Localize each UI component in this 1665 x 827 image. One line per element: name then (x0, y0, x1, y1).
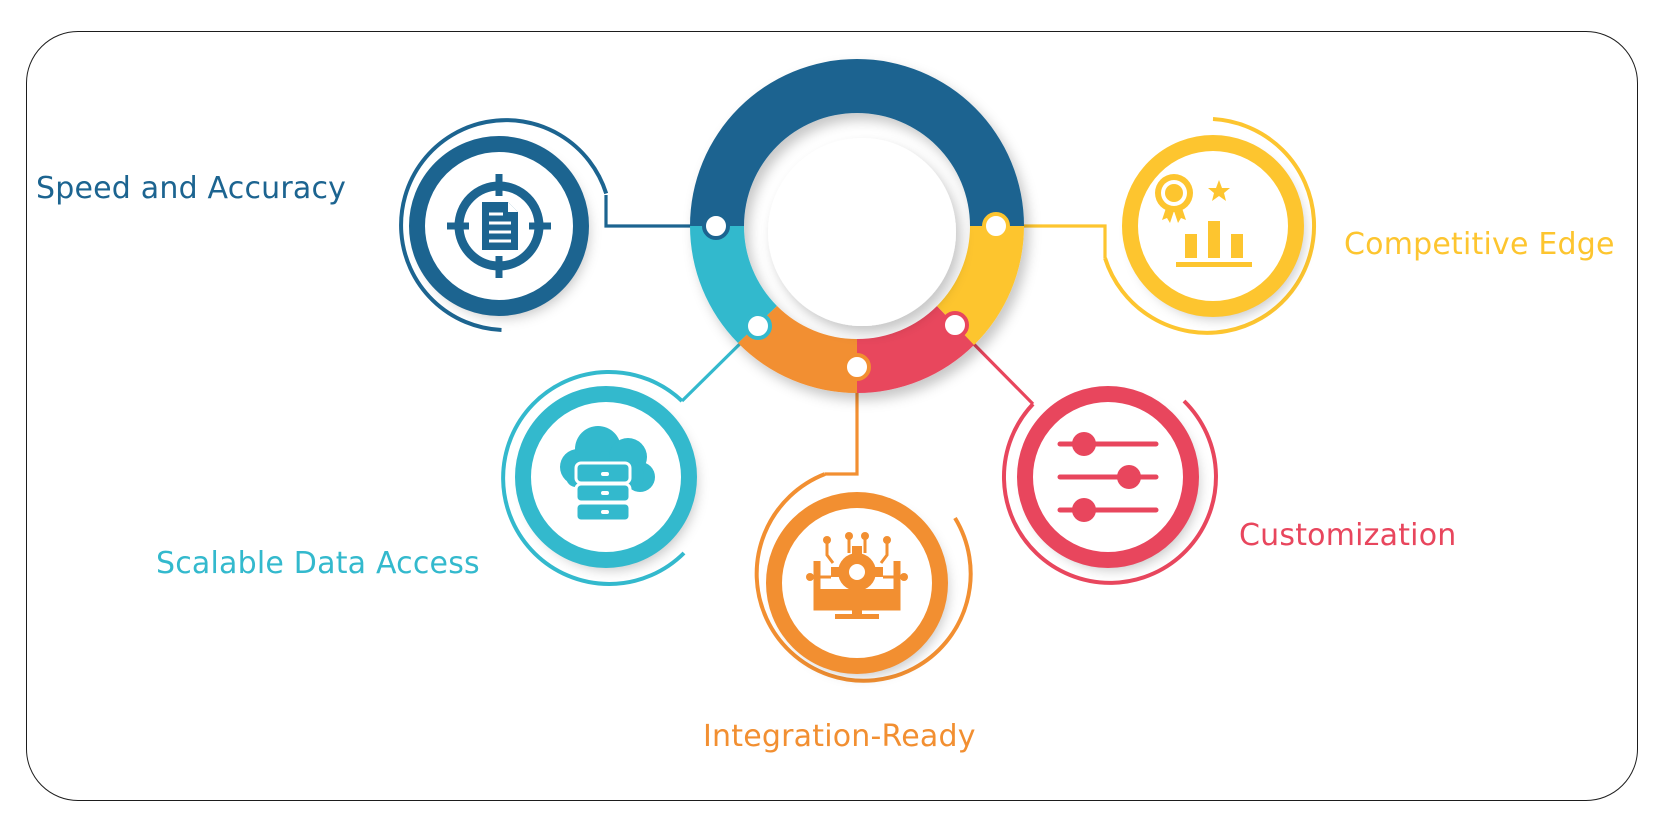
monitor-gear-icon (806, 532, 908, 619)
inner-ring (515, 386, 697, 568)
ring-segment-navy (690, 59, 1024, 226)
label-scalable-data-access: Scalable Data Access (156, 546, 480, 581)
inner-ring (409, 136, 589, 316)
node-customization (941, 311, 969, 339)
outer-arc (501, 370, 686, 586)
outer-arc (754, 472, 973, 683)
badge-integration-ready (754, 472, 973, 683)
inner-ring (1122, 135, 1304, 317)
inner-ring (766, 492, 948, 674)
inner-ring (1017, 386, 1199, 568)
badge-scalable-data-access (501, 370, 697, 586)
node-speed (702, 212, 730, 240)
label-customization: Customization (1239, 518, 1457, 553)
label-integration-ready: Integration-Ready (703, 719, 976, 754)
outer-arc (399, 118, 609, 332)
ring-inner-disc (768, 138, 956, 326)
badge-customization (1002, 386, 1218, 585)
label-speed-and-accuracy: Speed and Accuracy (36, 171, 347, 206)
target-document-icon (447, 174, 551, 278)
ring-nodes (702, 212, 1010, 381)
badge-competitive-edge (1103, 117, 1317, 335)
cloud-database-icon (560, 426, 655, 523)
connector-integration (825, 367, 859, 476)
outer-arc (1002, 399, 1218, 585)
node-integration (843, 353, 871, 381)
award-chart-icon (1155, 174, 1252, 267)
sliders-icon (1057, 432, 1159, 522)
node-scalable (744, 312, 772, 340)
node-competitive (982, 212, 1010, 240)
badge-speed-and-accuracy (399, 118, 609, 332)
outer-arc (1103, 117, 1317, 335)
connector-competitive (996, 224, 1107, 258)
connector-speed (604, 195, 716, 228)
label-competitive-edge: Competitive Edge (1344, 227, 1615, 262)
